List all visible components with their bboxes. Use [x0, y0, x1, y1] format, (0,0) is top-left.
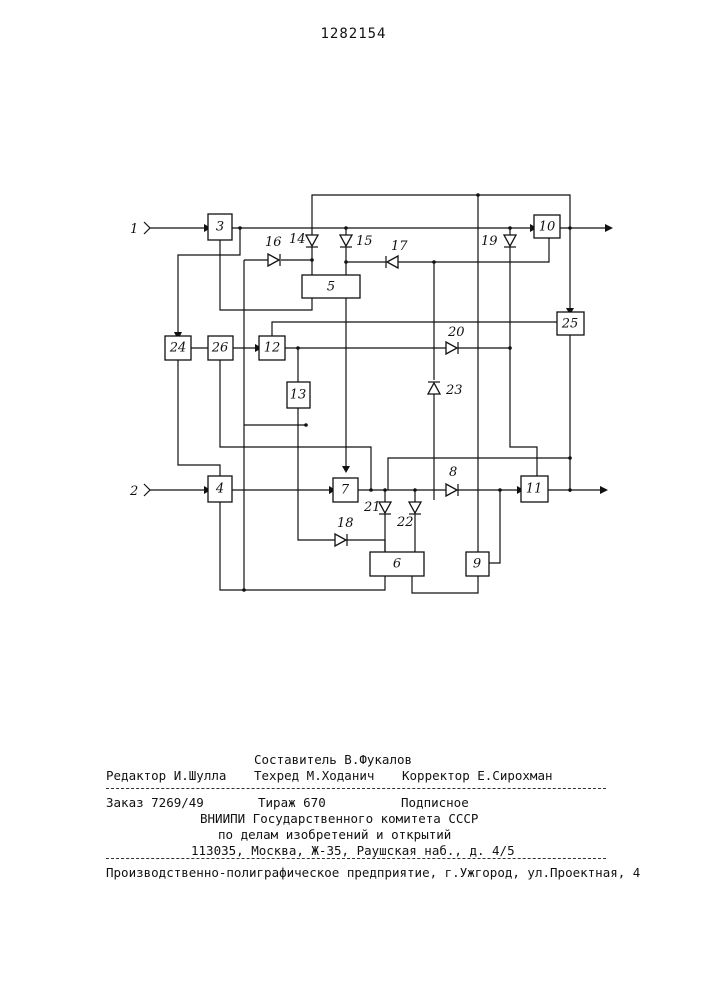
input-label-2: 2 [129, 484, 138, 499]
diode-17: 17 [386, 239, 408, 268]
svg-text:11: 11 [526, 482, 543, 497]
svg-text:5: 5 [327, 280, 335, 295]
block-6: 6 [370, 552, 424, 576]
blocks: 3 4 5 6 7 9 10 11 [165, 214, 584, 576]
composer-line: Составитель В.Фукалов [254, 752, 412, 767]
editor-line: Редактор И.Шулла [106, 768, 226, 783]
diode-16: 16 [265, 235, 282, 266]
diode-19: 20 [446, 325, 465, 354]
svg-text:10: 10 [539, 220, 556, 235]
svg-text:4: 4 [215, 482, 224, 497]
block-25: 25 [557, 312, 584, 335]
input-label-1: 1 [130, 222, 138, 237]
diode-18: 18 [335, 516, 354, 546]
connection-lines [150, 195, 605, 593]
circulation-line: Тираж 670 [258, 795, 326, 810]
block-24: 24 [165, 336, 191, 360]
svg-text:15: 15 [356, 234, 373, 249]
subscription-line: Подписное [401, 795, 469, 810]
svg-text:23: 23 [445, 383, 463, 398]
corrector-line: Корректор Е.Сирохман [402, 768, 553, 783]
svg-text:13: 13 [290, 388, 307, 403]
org-line-1: ВНИИПИ Государственного комитета СССР [200, 811, 478, 826]
block-4: 4 [208, 476, 232, 502]
svg-text:3: 3 [216, 220, 224, 235]
svg-text:20: 20 [447, 325, 465, 340]
svg-text:14: 14 [289, 232, 306, 247]
block-7: 7 [333, 478, 358, 502]
block-12: 12 [259, 336, 285, 360]
svg-text:26: 26 [211, 341, 229, 356]
block-26: 26 [208, 336, 233, 360]
svg-text:25: 25 [561, 317, 579, 332]
techred-line: Техред М.Ходанич [254, 768, 374, 783]
block-10: 10 [534, 215, 560, 238]
svg-text:7: 7 [341, 483, 350, 498]
divider-top [106, 788, 606, 789]
printer-line: Производственно-полиграфическое предприя… [106, 865, 640, 880]
input-markers: 1 2 [129, 222, 150, 499]
svg-text:8: 8 [449, 465, 457, 480]
block-11: 11 [521, 476, 548, 502]
divider-bottom [106, 858, 606, 859]
svg-text:17: 17 [391, 239, 408, 254]
svg-text:9: 9 [473, 557, 481, 572]
address-line: 113035, Москва, Ж-35, Раушская наб., д. … [191, 843, 515, 858]
svg-text:22: 22 [396, 515, 414, 530]
svg-text:16: 16 [265, 235, 282, 250]
svg-text:6: 6 [393, 557, 401, 572]
diode-8: 8 [446, 465, 458, 496]
diode-15: 15 [340, 234, 373, 249]
block-5: 5 [302, 275, 360, 298]
diode-20: 19 [481, 234, 516, 249]
block-13: 13 [287, 382, 310, 408]
svg-text:12: 12 [264, 341, 281, 356]
block-3: 3 [208, 214, 232, 240]
svg-text:24: 24 [169, 341, 187, 356]
block-9: 9 [466, 552, 489, 576]
order-line: Заказ 7269/49 [106, 795, 204, 810]
svg-text:21: 21 [363, 500, 381, 515]
diode-23: 23 [428, 382, 463, 398]
diode-22: 22 [396, 502, 421, 530]
diode-14: 14 [289, 232, 318, 247]
svg-text:18: 18 [337, 516, 354, 531]
diode-21: 21 [363, 500, 391, 515]
svg-text:19: 19 [481, 234, 498, 249]
org-line-2: по делам изобретений и открытий [218, 827, 451, 842]
block-diagram: 1 2 3 4 5 6 7 9 10 [0, 0, 707, 640]
